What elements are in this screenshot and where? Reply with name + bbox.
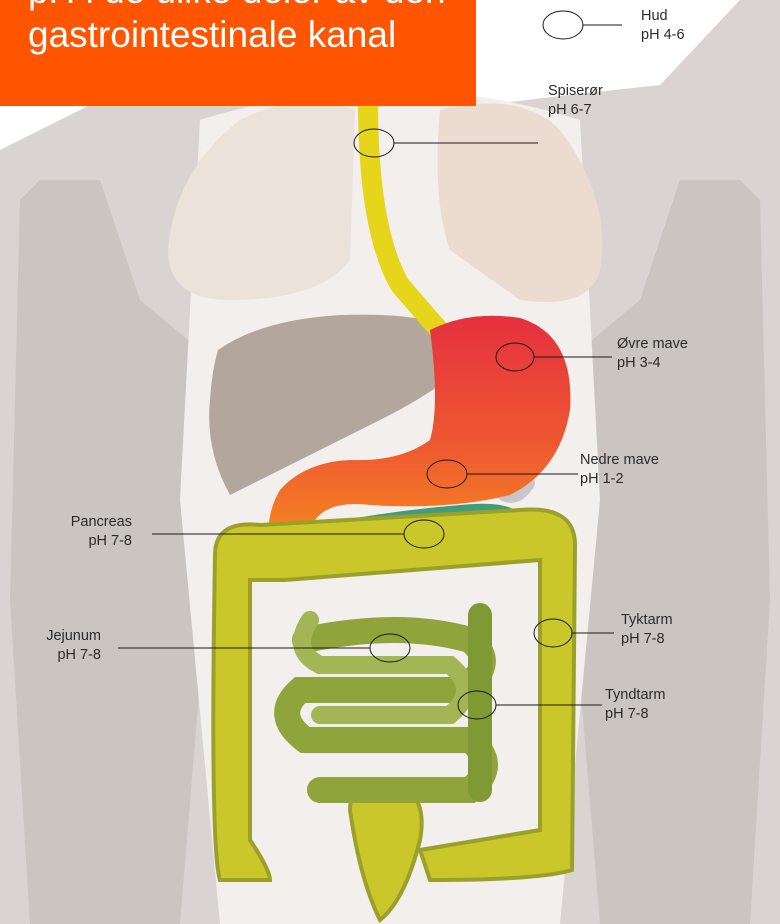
label-jejunum: Jejunum pH 7-8 bbox=[20, 627, 101, 665]
label-hud: Hud pH 4-6 bbox=[641, 7, 685, 45]
label-pancreas-name: Pancreas bbox=[30, 513, 132, 532]
label-tyndtarm-name: Tyndtarm bbox=[605, 686, 665, 705]
label-spiseror-ph: pH 6-7 bbox=[548, 101, 603, 120]
label-nedre-mave-name: Nedre mave bbox=[580, 451, 659, 470]
label-pancreas: Pancreas pH 7-8 bbox=[30, 513, 132, 551]
label-jejunum-name: Jejunum bbox=[20, 627, 101, 646]
label-tyktarm-name: Tyktarm bbox=[621, 611, 673, 630]
label-nedre-mave: Nedre mave pH 1-2 bbox=[580, 451, 659, 489]
title-line-2: gastrointestinale kanal bbox=[28, 14, 396, 56]
title-line-1: pH i de ulike deler av den bbox=[28, 0, 446, 12]
title-banner: pH i de ulike deler av den gastrointesti… bbox=[0, 0, 476, 106]
label-hud-ph: pH 4-6 bbox=[641, 26, 685, 45]
label-tyndtarm: Tyndtarm pH 7-8 bbox=[605, 686, 665, 724]
label-tyndtarm-ph: pH 7-8 bbox=[605, 705, 665, 724]
label-pancreas-ph: pH 7-8 bbox=[30, 532, 132, 551]
label-spiseror-name: Spiserør bbox=[548, 82, 603, 101]
label-ovre-mave-ph: pH 3-4 bbox=[617, 354, 688, 373]
label-hud-name: Hud bbox=[641, 7, 685, 26]
label-ovre-mave-name: Øvre mave bbox=[617, 335, 688, 354]
label-tyktarm: Tyktarm pH 7-8 bbox=[621, 611, 673, 649]
label-nedre-mave-ph: pH 1-2 bbox=[580, 470, 659, 489]
label-ovre-mave: Øvre mave pH 3-4 bbox=[617, 335, 688, 373]
label-jejunum-ph: pH 7-8 bbox=[20, 646, 101, 665]
callout-hud bbox=[543, 11, 622, 39]
label-spiseror: Spiserør pH 6-7 bbox=[548, 82, 603, 120]
label-tyktarm-ph: pH 7-8 bbox=[621, 630, 673, 649]
